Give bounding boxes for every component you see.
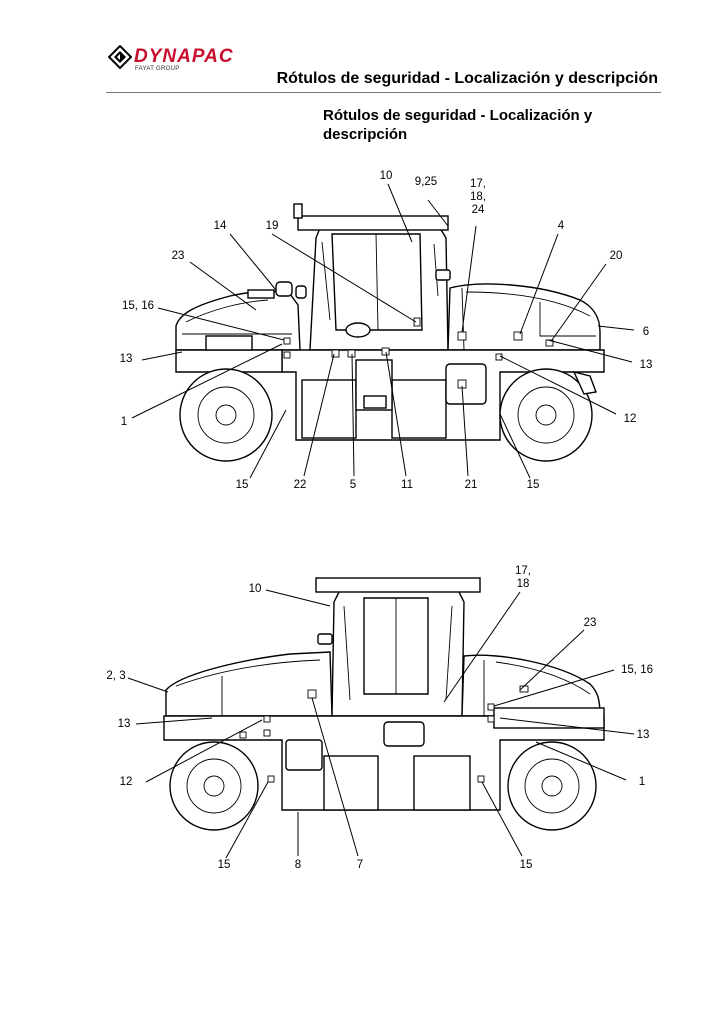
section-title: Rótulos de seguridad - Localización y de… (323, 107, 593, 143)
callout-bottom-12: 12 (119, 776, 133, 788)
leader-lines-bottom (127, 589, 635, 859)
callout-bottom-13-right: 13 (636, 729, 650, 741)
callout-bottom-15-a: 15 (217, 859, 231, 871)
callout-top-23: 23 (171, 250, 185, 262)
callout-top-13-left: 13 (119, 353, 133, 365)
callout-top-15-b: 15 (526, 479, 540, 491)
roller-side-view-left (175, 203, 605, 462)
callout-bottom-23: 23 (583, 617, 597, 629)
callout-top-9-25: 9,25 (414, 176, 438, 188)
callout-top-12: 12 (623, 413, 637, 425)
callout-top-19: 19 (265, 220, 279, 232)
callout-bottom-8: 8 (294, 859, 302, 871)
callout-top-5: 5 (349, 479, 357, 491)
callout-bottom-15-16: 15, 16 (621, 664, 653, 676)
callout-bottom-7: 7 (356, 859, 364, 871)
callout-top-4: 4 (557, 220, 565, 232)
callout-bottom-2-3: 2, 3 (106, 670, 126, 682)
brand-sub: FAYAT GROUP (135, 66, 180, 72)
callout-top-15-16: 15, 16 (122, 300, 154, 312)
dynapac-logo-mark-icon (108, 45, 132, 69)
callout-bottom-13-left: 13 (117, 718, 131, 730)
callout-bottom-15-b: 15 (519, 859, 533, 871)
callout-top-20: 20 (609, 250, 623, 262)
brand-name: DYNAPAC (134, 46, 234, 67)
callout-bottom-10: 10 (248, 583, 262, 595)
callout-top-14: 14 (213, 220, 227, 232)
callout-top-15-a: 15 (235, 479, 249, 491)
callout-top-22: 22 (293, 479, 307, 491)
callout-top-21: 21 (464, 479, 478, 491)
callout-top-11: 11 (401, 479, 413, 491)
callout-top-10: 10 (379, 170, 393, 182)
callout-top-17-18-24: 17, 18, 24 (470, 178, 486, 216)
leader-lines-top (131, 183, 635, 479)
page-header-title: Rótulos de seguridad - Localización y de… (276, 70, 658, 87)
callout-bottom-1: 1 (638, 776, 646, 788)
callout-top-13-right: 13 (639, 359, 653, 371)
callout-top-1: 1 (120, 416, 128, 428)
header-divider (106, 92, 661, 93)
callout-top-6: 6 (642, 326, 650, 338)
dynapac-logo: DYNAPAC FAYAT GROUP (108, 44, 308, 76)
callout-bottom-17-18: 17, 18 (515, 565, 531, 590)
roller-side-view-right (163, 577, 605, 831)
